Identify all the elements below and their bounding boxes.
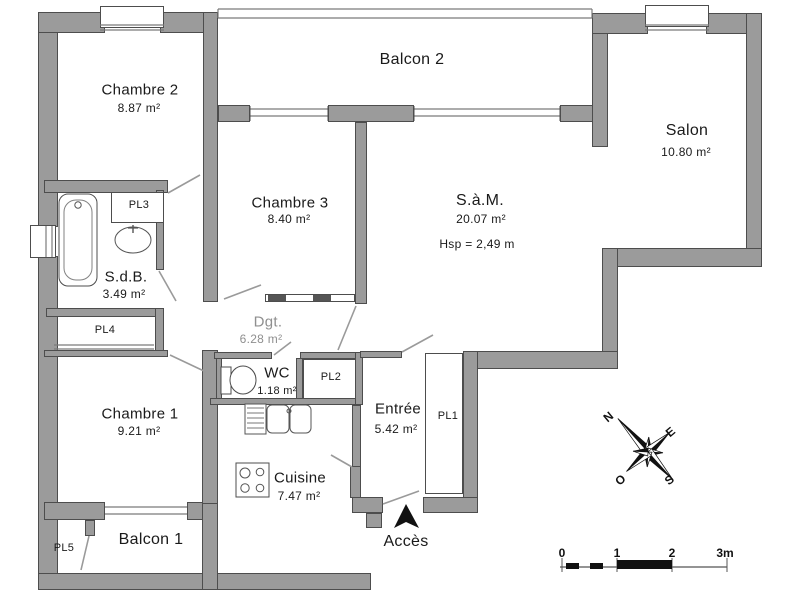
bathroom-sink: [114, 225, 152, 254]
entrance-arrow: [394, 504, 419, 528]
wall-segment: [423, 497, 478, 513]
scale-bar: 0 1 2 3m: [559, 546, 734, 572]
closet-label-pl5: PL5: [53, 542, 75, 554]
room-ceiling-sam: Hsp = 2,49 m: [439, 237, 515, 251]
room-area-sam: 20.07 m²: [456, 212, 506, 226]
window-box: [30, 225, 56, 258]
wall-segment: [328, 105, 414, 122]
room-area-entree: 5.42 m²: [374, 422, 418, 436]
toilet: [220, 365, 257, 395]
room-label-entree: Entrée: [375, 400, 421, 418]
room-label-chambre2: Chambre 2: [101, 81, 179, 99]
kitchen-sink: [244, 403, 312, 435]
room-label-chambre3: Chambre 3: [251, 194, 329, 212]
room-area-salon: 10.80 m²: [661, 145, 711, 159]
room-area-chambre1: 9.21 m²: [117, 424, 161, 438]
wall-segment: [44, 180, 168, 193]
scale-tick-3m: 3m: [716, 546, 733, 560]
wall-segment: [218, 105, 250, 122]
wall-segment: [38, 256, 58, 590]
wall-segment: [202, 350, 218, 504]
wall-segment: [592, 13, 648, 34]
compass-north: N: [601, 409, 617, 425]
pl2-closet-box: [303, 359, 356, 399]
closet-label-pl3: PL3: [128, 199, 150, 211]
wall-segment: [463, 351, 618, 369]
wall-segment: [38, 12, 58, 227]
wall-block: [268, 295, 286, 301]
room-area-chambre3: 8.40 m²: [267, 212, 311, 226]
wall-segment: [366, 513, 382, 528]
scale-tick-2: 2: [669, 546, 676, 560]
wall-block: [313, 295, 331, 301]
partition-wall: [296, 358, 303, 399]
pl1-closet-box: [425, 353, 463, 494]
wall-segment: [352, 497, 383, 513]
room-area-cuisine: 7.47 m²: [277, 489, 321, 503]
balcony-door-window: [105, 502, 187, 520]
closet-label-pl1: PL1: [437, 410, 459, 422]
partition-wall: [360, 351, 402, 358]
room-area-dgt: 6.28 m²: [239, 332, 283, 346]
compass-east: E: [663, 424, 678, 440]
partition-wall: [210, 398, 362, 405]
wall-segment: [463, 351, 478, 513]
partition-wall: [265, 294, 355, 302]
compass-west: O: [612, 472, 628, 489]
room-area-wc: 1.18 m²: [257, 385, 297, 397]
wall-segment: [155, 308, 164, 353]
wall-segment: [46, 308, 158, 317]
room-label-balcon1: Balcon 1: [118, 531, 184, 548]
compass-rose: N E S O: [601, 409, 678, 489]
bathtub: [58, 193, 98, 287]
room-label-sam: S.à.M.: [455, 192, 505, 209]
pl3-closet-box: [111, 192, 164, 223]
wall-segment: [602, 248, 762, 267]
wall-segment: [746, 13, 762, 267]
wall-segment: [85, 520, 95, 536]
room-label-chambre1: Chambre 1: [101, 405, 179, 423]
compass-south: S: [662, 472, 677, 488]
window-box: [645, 5, 709, 27]
wall-segment: [350, 466, 361, 498]
room-label-wc: WC: [264, 364, 290, 382]
partition-wall: [300, 352, 362, 359]
room-label-sdb: S.d.B.: [104, 268, 148, 286]
wall-segment: [156, 190, 164, 270]
wall-segment: [355, 122, 367, 304]
partition-wall: [355, 352, 363, 405]
partition-wall: [44, 350, 168, 357]
balcony-railing: [217, 8, 593, 19]
window-box: [100, 6, 164, 28]
stove: [235, 462, 270, 498]
scale-tick-0: 0: [559, 546, 566, 560]
room-area-sdb: 3.49 m²: [102, 287, 146, 301]
partition-wall: [352, 405, 361, 467]
entrance-label: Accès: [383, 533, 429, 550]
room-label-balcon2: Balcon 2: [379, 51, 445, 68]
closet-label-pl2: PL2: [320, 371, 342, 383]
room-label-cuisine: Cuisine: [273, 469, 327, 487]
room-area-chambre2: 8.87 m²: [117, 101, 161, 115]
room-label-dgt: Dgt.: [253, 313, 283, 331]
closet-label-pl4: PL4: [94, 324, 116, 336]
wall-segment: [38, 12, 105, 33]
wall-segment: [203, 12, 218, 302]
scale-tick-1: 1: [614, 546, 621, 560]
room-label-salon: Salon: [665, 122, 709, 139]
partition-wall: [214, 352, 272, 359]
wall-segment: [202, 502, 218, 590]
wall-segment: [44, 502, 105, 520]
